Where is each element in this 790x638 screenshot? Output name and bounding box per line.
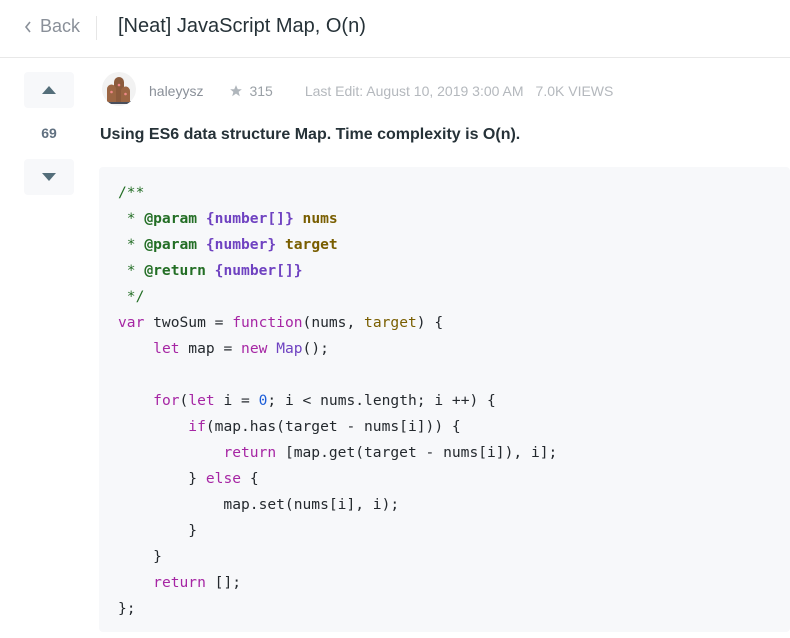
code-token: target — [284, 236, 338, 253]
code-line: * @return {number[]} — [118, 258, 790, 284]
code-line: * @param {number} target — [118, 232, 790, 258]
code-token — [118, 340, 153, 357]
code-line: /** — [118, 180, 790, 206]
code-token — [294, 210, 303, 227]
code-line: map.set(nums[i], i); — [118, 492, 790, 518]
post-meta: haleyysz 315 Last Edit: August 10, 2019 … — [149, 83, 613, 99]
code-line: */ — [118, 284, 790, 310]
post-summary: Using ES6 data structure Map. Time compl… — [100, 126, 521, 143]
code-token: ) { — [416, 314, 444, 331]
page-title: [Neat] JavaScript Map, O(n) — [118, 15, 366, 37]
code-token: (); — [302, 340, 329, 357]
code-token — [118, 574, 153, 591]
code-token: } — [118, 470, 206, 487]
code-token: } — [118, 548, 162, 565]
code-token: ; i < nums.length; i ++) { — [267, 392, 496, 409]
code-token: 0 — [258, 392, 268, 409]
code-token: * — [118, 236, 145, 253]
code-line: } — [118, 518, 790, 544]
code-token: * — [118, 262, 145, 279]
code-line: * @param {number[]} nums — [118, 206, 790, 232]
code-token: {number[]} — [214, 262, 303, 279]
code-token: return — [153, 574, 206, 591]
upvote-button[interactable] — [24, 72, 74, 108]
code-token: else — [205, 470, 242, 487]
code-line: } — [118, 544, 790, 570]
reputation-count: 315 — [249, 83, 273, 99]
avatar[interactable] — [102, 72, 136, 106]
code-token: nums — [302, 210, 338, 227]
code-token: Map — [276, 340, 303, 357]
code-token: twoSum = — [144, 314, 233, 331]
code-line: for(let i = 0; i < nums.length; i ++) { — [118, 388, 790, 414]
code-line: let map = new Map(); — [118, 336, 790, 362]
code-token: let — [188, 392, 215, 409]
chevron-left-icon — [24, 21, 31, 32]
view-count: 7.0K VIEWS — [535, 83, 614, 99]
vote-count: 69 — [41, 125, 57, 141]
code-token — [197, 236, 206, 253]
downvote-button[interactable] — [24, 159, 74, 195]
code-token: ( — [179, 392, 189, 409]
code-token: }; — [118, 600, 136, 617]
code-token — [267, 340, 276, 357]
header: Back [Neat] JavaScript Map, O(n) — [0, 0, 790, 58]
code-token: {number[]} — [205, 210, 294, 227]
code-token: new — [241, 340, 268, 357]
code-line: var twoSum = function(nums, target) { — [118, 310, 790, 336]
code-token — [197, 210, 206, 227]
code-token: * — [118, 210, 145, 227]
code-token: /** — [118, 184, 145, 201]
code-token: */ — [118, 288, 145, 305]
code-token: if — [188, 418, 206, 435]
code-token: @param — [144, 210, 198, 227]
code-token: var — [118, 314, 145, 331]
code-token: (map.has(target - nums[i])) { — [205, 418, 461, 435]
code-line: return []; — [118, 570, 790, 596]
code-token: target — [364, 314, 417, 331]
code-token — [206, 262, 215, 279]
code-token — [118, 444, 223, 461]
code-token: (nums, — [302, 314, 365, 331]
code-token: for — [153, 392, 180, 409]
code-token: map = — [179, 340, 242, 357]
avatar-image — [106, 77, 132, 104]
code-token: } — [118, 522, 198, 539]
code-token: [map.get(target - nums[i]), i]; — [276, 444, 558, 461]
triangle-up-icon — [42, 86, 56, 94]
code-content: /** * @param {number[]} nums * @param {n… — [118, 180, 790, 622]
reputation: 315 — [229, 83, 273, 99]
code-token — [276, 236, 285, 253]
code-block: /** * @param {number[]} nums * @param {n… — [99, 167, 790, 632]
back-label: Back — [40, 16, 81, 36]
code-token: map.set(nums[i], i); — [118, 496, 400, 513]
code-line: }; — [118, 596, 790, 622]
author-name[interactable]: haleyysz — [149, 83, 204, 99]
star-icon — [230, 85, 243, 97]
triangle-down-icon — [42, 173, 56, 181]
code-token: @return — [144, 262, 206, 279]
code-token — [118, 418, 188, 435]
code-token: @param — [144, 236, 198, 253]
back-button[interactable]: Back — [24, 16, 80, 37]
code-token: { — [241, 470, 259, 487]
code-token: return — [223, 444, 277, 461]
code-line: } else { — [118, 466, 790, 492]
code-token — [118, 392, 153, 409]
divider — [96, 16, 97, 40]
code-token: let — [153, 340, 180, 357]
last-edit: Last Edit: August 10, 2019 3:00 AM — [304, 83, 524, 99]
code-token: i = — [214, 392, 259, 409]
code-token: function — [232, 314, 303, 331]
code-token: []; — [205, 574, 242, 591]
code-line: if(map.has(target - nums[i])) { — [118, 414, 790, 440]
code-line: ​ — [118, 362, 790, 388]
code-line: return [map.get(target - nums[i]), i]; — [118, 440, 790, 466]
code-token: {number} — [205, 236, 277, 253]
